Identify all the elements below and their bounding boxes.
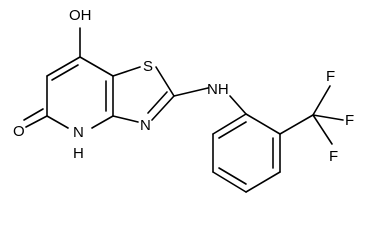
label-n-ring-h: N xyxy=(73,124,84,141)
bond-cf3-f1 xyxy=(312,85,331,116)
bond-c3p-cf3 xyxy=(279,114,314,135)
bond-c5-o-double xyxy=(23,108,44,121)
bond-nh-c1p xyxy=(229,95,247,115)
bond-c4p-c5p xyxy=(212,171,247,193)
bond-c2-nh xyxy=(173,87,209,97)
label-h-ring: H xyxy=(73,145,84,162)
label-s: S xyxy=(143,58,153,75)
bond-n4-c3a xyxy=(91,115,114,129)
bond-c5-o xyxy=(25,115,48,128)
molecule-canvas: OH S NH N O N H F F F xyxy=(13,7,354,193)
label-f2: F xyxy=(345,112,354,129)
bond-c7-c6-double xyxy=(51,64,79,81)
bond-c3p-c4p xyxy=(245,171,281,193)
bond-c1p-c2p xyxy=(245,113,281,135)
molecular-structure-diagram: OH S NH N O N H F F F xyxy=(13,7,354,193)
bond-c2-n3-double xyxy=(147,91,168,114)
label-nh-link: NH xyxy=(207,81,229,98)
bond-c7a-s xyxy=(112,66,141,77)
bond-c7-c6 xyxy=(46,56,81,77)
bond-cf3-f2 xyxy=(312,114,344,121)
label-o: O xyxy=(13,123,25,140)
bond-c2-n3 xyxy=(151,95,175,121)
atom-labels: OH S NH N O N H F F F xyxy=(13,7,354,165)
bond-n3-c3a xyxy=(112,115,139,123)
label-n-ring: N xyxy=(140,117,151,134)
bond-c7a-c7 xyxy=(79,56,114,77)
bond-c5-n4 xyxy=(46,115,69,129)
bond-cf3-f3 xyxy=(312,114,333,145)
bond-c6p-c1p-double xyxy=(218,121,247,139)
label-f3: F xyxy=(329,148,338,165)
label-f1: F xyxy=(326,68,335,85)
bond-c6p-c1p xyxy=(212,113,247,135)
bond-c4p-c5p-double xyxy=(218,167,247,185)
label-oh: OH xyxy=(69,7,92,24)
bonds xyxy=(23,27,344,193)
bond-s-c2 xyxy=(155,66,175,97)
